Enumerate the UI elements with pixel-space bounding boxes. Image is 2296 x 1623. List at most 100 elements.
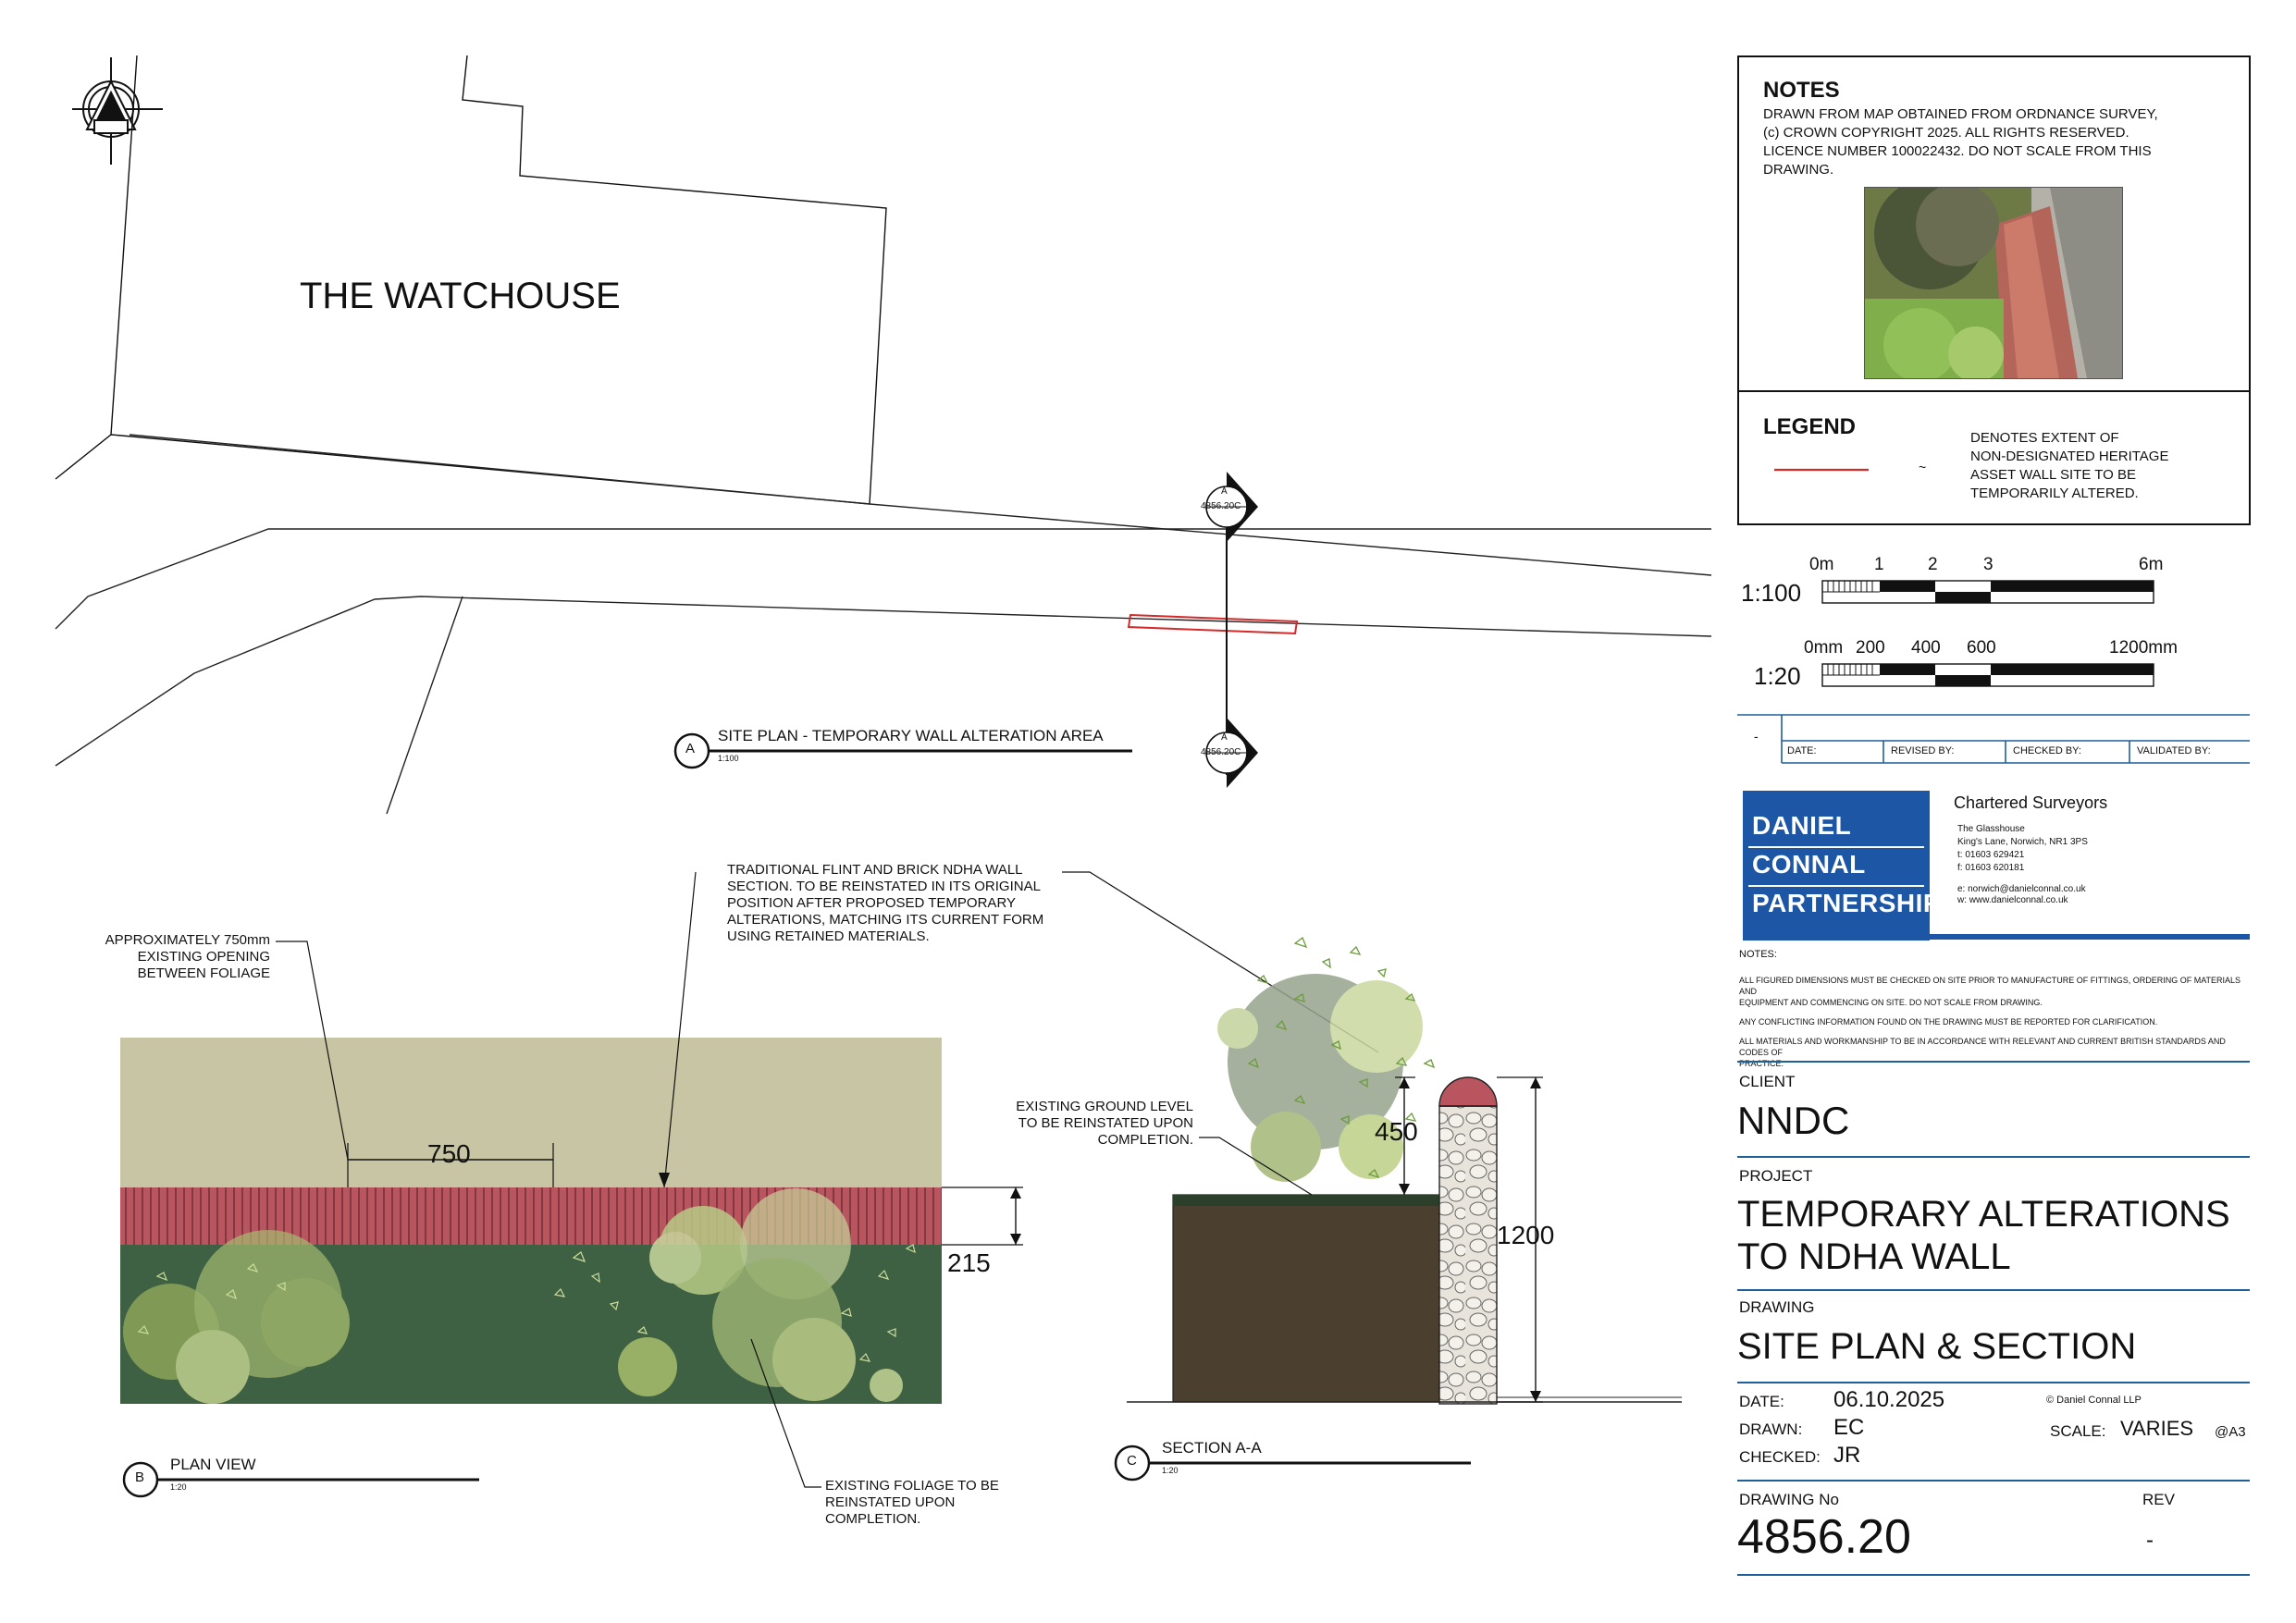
tb-rule — [1737, 1574, 2250, 1576]
plan-view-title: PLAN VIEW — [170, 1456, 256, 1473]
site-plan-scale: 1:100 — [718, 754, 739, 763]
project-label: PROJECT — [1739, 1167, 1813, 1185]
scale-tick: 2 — [1928, 555, 1938, 574]
notes-legend-frame — [1737, 55, 2251, 525]
client-name: NNDC — [1737, 1099, 1850, 1142]
tb-rule — [1737, 1156, 2250, 1158]
note-opening-line: BETWEEN FOLIAGE — [137, 965, 270, 981]
rev-value: - — [2146, 1528, 2154, 1553]
note-foliage: EXISTING FOLIAGE TO BE REINSTATED UPON C… — [825, 1478, 999, 1528]
site-photo — [1864, 187, 2123, 379]
heritage-wall-extent — [1127, 613, 1299, 635]
section-marker-top-letter: A — [1221, 486, 1228, 497]
general-note-line: ALL FIGURED DIMENSIONS MUST BE CHECKED O… — [1739, 976, 2241, 996]
general-note-line: ALL MATERIALS AND WORKMANSHIP TO BE IN A… — [1739, 1037, 2226, 1057]
note-foliage-line: COMPLETION. — [825, 1511, 921, 1527]
logo-separator — [1748, 846, 1924, 848]
note-wall-line: USING RETAINED MATERIALS. — [727, 928, 930, 944]
site-plan-title: SITE PLAN - TEMPORARY WALL ALTERATION AR… — [718, 727, 1104, 744]
north-arrow-icon — [72, 57, 163, 165]
scale-tick: 600 — [1967, 638, 1996, 658]
notes-text: DRAWN FROM MAP OBTAINED FROM ORDNANCE SU… — [1763, 105, 2158, 179]
note-wall-line: POSITION AFTER PROPOSED TEMPORARY — [727, 895, 1017, 911]
scale-tick: 0mm — [1804, 638, 1844, 658]
section-marker-top — [1205, 472, 1258, 542]
note-wall-line: TRADITIONAL FLINT AND BRICK NDHA WALL — [727, 862, 1023, 878]
legend-heading: LEGEND — [1763, 414, 1857, 439]
dimension-215: 215 — [947, 1248, 991, 1277]
drawing-no: 4856.20 — [1737, 1510, 1911, 1564]
project-name: TEMPORARY ALTERATIONS TO NDHA WALL — [1737, 1193, 2230, 1278]
road-lines — [55, 434, 1712, 815]
plan-view-letter: B — [135, 1469, 145, 1485]
notes-line: LICENCE NUMBER 100022432. DO NOT SCALE F… — [1763, 143, 2152, 159]
rev-header-validated: VALIDATED BY: — [2137, 745, 2211, 756]
tb-rule — [1737, 1289, 2250, 1291]
note-opening: APPROXIMATELY 750mm EXISTING OPENING BET… — [85, 932, 270, 982]
section-title: SECTION A-A — [1162, 1439, 1262, 1457]
dimension-750: 750 — [427, 1139, 471, 1168]
general-note-line: ANY CONFLICTING INFORMATION FOUND ON THE… — [1739, 1017, 2158, 1027]
contact-line: e: norwich@danielconnal.co.uk — [1957, 884, 2086, 894]
section-marker-bottom — [1205, 718, 1258, 788]
section-letter: C — [1127, 1453, 1137, 1469]
client-label: CLIENT — [1739, 1073, 1796, 1090]
note-foliage-line: EXISTING FOLIAGE TO BE — [825, 1478, 999, 1494]
dimension-450: 450 — [1375, 1117, 1418, 1146]
general-notes: ALL FIGURED DIMENSIONS MUST BE CHECKED O… — [1739, 975, 2248, 1069]
tb-rule — [1737, 1382, 2250, 1383]
scale-tick: 400 — [1911, 638, 1941, 658]
logo-separator — [1748, 885, 1924, 887]
note-ground-line: EXISTING GROUND LEVEL — [1016, 1099, 1193, 1114]
note-ground-line: TO BE REINSTATED UPON — [1018, 1115, 1193, 1131]
general-note-line: EQUIPMENT AND COMMENCING ON SITE. DO NOT… — [1739, 998, 2043, 1007]
scale-tick: 1 — [1874, 555, 1884, 574]
note-wall-line: SECTION. TO BE REINSTATED IN ITS ORIGINA… — [727, 879, 1041, 894]
rev-header-revised: REVISED BY: — [1891, 745, 1955, 756]
notes-line: (c) CROWN COPYRIGHT 2025. ALL RIGHTS RES… — [1763, 125, 2129, 141]
section-marker-top-ref: 4856.20C — [1201, 501, 1241, 511]
legend-line: TEMPORARILY ALTERED. — [1970, 486, 2139, 501]
notes-line: DRAWING. — [1763, 162, 1834, 178]
general-notes-heading: NOTES: — [1739, 949, 1777, 960]
site-plan-letter: A — [685, 741, 696, 756]
address-line: t: 01603 629421 — [1957, 850, 2025, 860]
logo-line: DANIEL — [1752, 811, 1852, 840]
plan-view — [120, 871, 1379, 1498]
rev-header-checked: CHECKED BY: — [2013, 745, 2081, 756]
tb-rule — [1737, 1061, 2250, 1063]
drawing-label: DRAWING — [1739, 1298, 1815, 1316]
scale-ratio-1: 1:100 — [1741, 579, 1802, 607]
notes-legend-divider — [1737, 390, 2251, 392]
copyright: © Daniel Connal LLP — [2046, 1395, 2142, 1406]
legend-line: NON-DESIGNATED HERITAGE — [1970, 449, 2169, 464]
sheet-size: @A3 — [2215, 1424, 2246, 1440]
legend-line: ASSET WALL SITE TO BE — [1970, 467, 2136, 483]
scale-value: VARIES — [2120, 1417, 2194, 1440]
checked-value: JR — [1833, 1443, 1861, 1468]
drawing-no-label: DRAWING No — [1739, 1491, 1839, 1508]
revision-dash: - — [1754, 729, 1759, 744]
note-opening-line: APPROXIMATELY 750mm — [105, 932, 270, 948]
building-label: THE WATCHOUSE — [300, 276, 621, 316]
drawn-label: DRAWN: — [1739, 1420, 1803, 1438]
legend-line: DENOTES EXTENT OF — [1970, 430, 2119, 446]
project-line: TO NDHA WALL — [1737, 1236, 2011, 1277]
scale-tick: 200 — [1856, 638, 1885, 658]
company-logo: DANIEL CONNAL PARTNERSHIP — [1743, 791, 1941, 941]
scale-tick: 0m — [1809, 555, 1834, 574]
scale-ratio-2: 1:20 — [1754, 662, 1801, 690]
plan-view-scale: 1:20 — [170, 1482, 187, 1492]
section-view — [1114, 936, 1682, 1482]
note-ground: EXISTING GROUND LEVEL TO BE REINSTATED U… — [982, 1099, 1193, 1149]
scale-bar-1-20 — [1821, 663, 2154, 687]
company-tagline: Chartered Surveyors — [1954, 793, 2108, 812]
project-line: TEMPORARY ALTERATIONS — [1737, 1194, 2230, 1235]
note-wall-line: ALTERATIONS, MATCHING ITS CURRENT FORM — [727, 912, 1044, 928]
contact-line: w: www.danielconnal.co.uk — [1957, 895, 2068, 905]
dimension-1200: 1200 — [1497, 1221, 1555, 1249]
scale-label: SCALE: — [2050, 1422, 2106, 1440]
note-ground-line: COMPLETION. — [1097, 1132, 1193, 1148]
date-value: 06.10.2025 — [1833, 1387, 1945, 1412]
